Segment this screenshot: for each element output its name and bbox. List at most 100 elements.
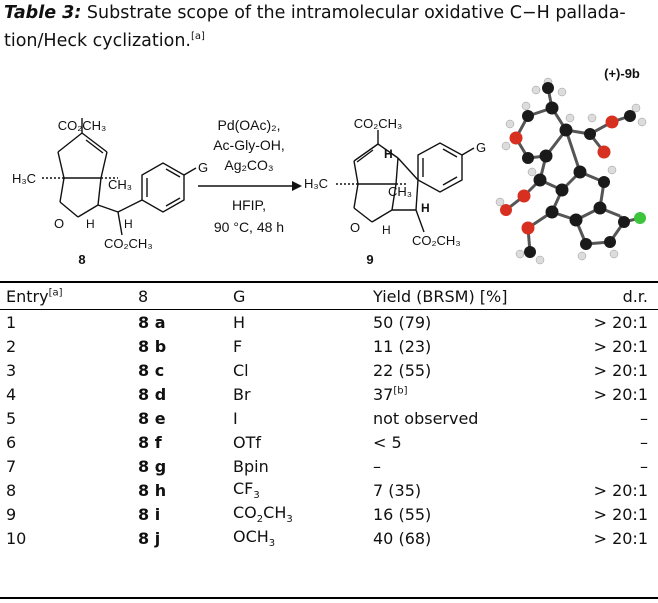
substrate-label: 8 [78,252,85,267]
cell-entry: 5 [6,408,17,428]
cell-g: H [233,312,246,332]
cell-dr: > 20:1 [593,528,648,548]
crystal-structure [495,77,647,265]
table-row: 1 8 a H 50 (79) > 20:1 [0,308,658,334]
cell-dr: > 20:1 [593,312,648,332]
cell-substrate: 8 j [138,528,161,548]
header-substrate: 8 [138,286,149,306]
substrate-structure [42,118,197,236]
prod-h-top-label: H [384,147,393,161]
cell-dr: > 20:1 [593,504,648,524]
cell-substrate: 8 a [138,312,166,332]
cell-g: F [233,336,243,356]
prod-methyl-right: CH₃ [388,184,412,199]
caption-footnote-mark: [a] [190,31,205,42]
cell-g: Cl [233,360,249,380]
cell-g: Br [233,384,251,404]
reaction-arrow [198,181,302,191]
cell-substrate: 8 g [138,456,167,476]
table-row: 8 8 h CF3 7 (35) > 20:1 [0,478,658,502]
sm-g-label: G [198,160,208,175]
table-top-rule [0,281,658,283]
sm-h2-label: H [124,217,133,231]
cell-entry: 6 [6,432,17,452]
prod-oxygen-label: O [350,220,360,235]
cell-yield: < 5 [373,432,402,452]
cell-yield: 11 (23) [373,336,432,356]
cell-entry: 7 [6,456,17,476]
cell-dr: > 20:1 [593,480,648,500]
table-row: 5 8 e I not observed – [0,406,658,430]
cell-yield: 22 (55) [373,360,432,380]
yield-footnote-mark: [b] [393,385,408,397]
sm-h1-label: H [86,217,95,231]
cell-g: OCH3 [233,526,276,550]
table-bottom-rule [0,597,658,599]
cell-yield: 40 (68) [373,528,432,548]
cell-dr: – [640,432,648,452]
cell-g: CF3 [233,478,260,502]
header-g: G [233,286,246,306]
table-row: 7 8 g Bpin – – [0,454,658,478]
cell-dr: > 20:1 [593,360,648,380]
header-entry: Entry[a] [6,286,63,306]
table-caption: Table 3: Substrate scope of the intramol… [4,2,652,53]
table-row: 2 8 b F 11 (23) > 20:1 [0,334,658,358]
cell-entry: 8 [6,480,17,500]
cell-yield: 16 (55) [373,504,432,524]
cell-yield: not observed [373,408,479,428]
condition-4: HFIP, [232,197,266,213]
condition-3: Ag₂CO₃ [224,157,273,173]
crystal-label: (+)-9b [604,66,640,81]
prod-g-label: G [476,140,486,155]
caption-text: Substrate scope of the intramolecular ox… [4,3,626,51]
substrate-scope-table: Entry[a] 8 G Yield (BRSM) [%] d.r. 1 8 a… [0,284,658,550]
cell-substrate: 8 b [138,336,167,356]
cell-g: I [233,408,238,428]
cell-substrate: 8 d [138,384,167,404]
cell-entry: 4 [6,384,17,404]
cell-entry: 3 [6,360,17,380]
cell-g: Bpin [233,456,269,476]
table-row: 6 8 f OTf < 5 – [0,430,658,454]
table-row: 10 8 j OCH3 40 (68) > 20:1 [0,526,658,550]
sm-ester-label: CO₂CH₃ [58,118,107,133]
cell-yield: 50 (79) [373,312,432,332]
cell-substrate: 8 i [138,504,161,524]
cell-substrate: 8 e [138,408,166,428]
cell-dr: – [640,408,648,428]
reaction-scheme: CO₂CH₃ H₃C CH₃ O H H CO₂CH₃ G 8 Pd(OAc)₂… [12,66,647,267]
sm-oxygen-label: O [54,216,64,231]
table-header-row: Entry[a] 8 G Yield (BRSM) [%] d.r. [0,284,658,308]
header-dr: d.r. [622,286,648,306]
prod-h1-label: H [382,223,391,237]
table-header-rule [0,309,658,310]
cell-substrate: 8 f [138,432,162,452]
table-row: 3 8 c Cl 22 (55) > 20:1 [0,358,658,382]
cell-dr: > 20:1 [593,336,648,356]
caption-label: Table 3: [4,3,82,23]
product-structure [336,130,475,233]
cell-entry: 1 [6,312,17,332]
prod-ester2-label: CO₂CH₃ [412,233,461,248]
cell-yield: 7 (35) [373,480,422,500]
cell-dr: > 20:1 [593,384,648,404]
cell-entry: 10 [6,528,27,548]
cell-dr: – [640,456,648,476]
table-row: 4 8 d Br 37[b] > 20:1 [0,382,658,406]
condition-2: Ac-Gly-OH, [213,137,285,153]
product-label: 9 [366,252,373,267]
prod-ester-label: CO₂CH₃ [354,116,403,131]
sm-methyl-right: CH₃ [108,177,132,192]
cell-yield: 37[b] [373,384,408,404]
cell-yield: – [373,456,381,476]
header-yield: Yield (BRSM) [%] [373,286,508,306]
cell-entry: 2 [6,336,17,356]
sm-methyl-left: H₃C [12,171,36,186]
table-row: 9 8 i CO2CH3 16 (55) > 20:1 [0,502,658,526]
cell-g: OTf [233,432,261,452]
condition-5: 90 °C, 48 h [214,219,284,235]
cell-substrate: 8 c [138,360,165,380]
prod-methyl-left: H₃C [304,176,328,191]
cell-entry: 9 [6,504,17,524]
